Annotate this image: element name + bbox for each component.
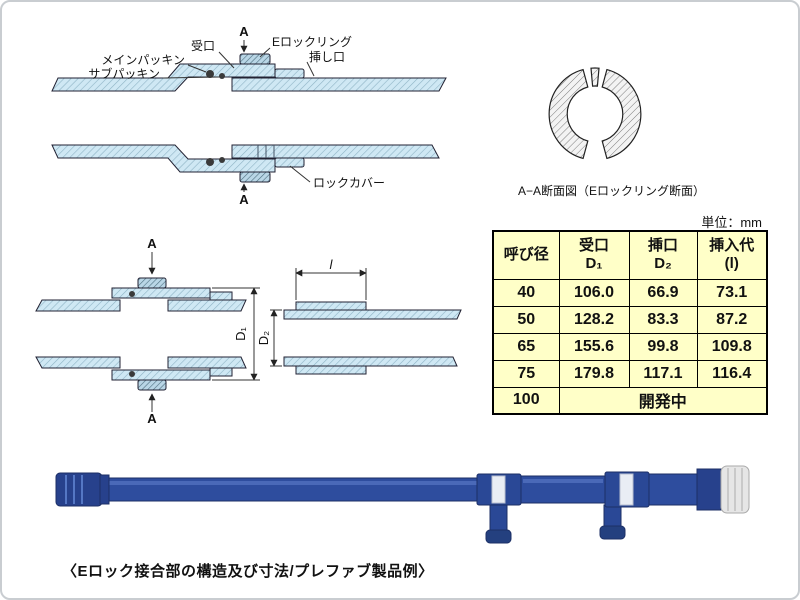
table-row: 65 155.6 99.8 109.8	[492, 332, 768, 361]
d2-dimension-label: D₂	[258, 331, 271, 345]
joint-structure-diagram: A A 受口 メインパッキン サブパッキン Eロックリング 挿し口 ロックカバー	[51, 24, 447, 207]
spigot-cross-section	[283, 301, 462, 375]
table-row: 75 179.8 117.1 116.4	[492, 359, 768, 388]
joint-cross-section-small	[35, 277, 247, 391]
joint-cross-section	[51, 53, 447, 183]
col-header-insertion: 挿入代(l)	[696, 230, 768, 280]
col-header-size: 呼び径	[492, 230, 560, 280]
e-lock-ring-shape	[239, 53, 271, 65]
main-packing-shape	[206, 70, 214, 78]
section-mark-a-top: A	[239, 24, 249, 39]
lock-ring-segments	[548, 67, 642, 160]
lock-ring-section-diagram	[548, 67, 642, 160]
dimension-lines-d1	[148, 252, 260, 412]
d1-dimension-label: D₁	[233, 327, 248, 341]
table-row: 40 106.0 66.9 73.1	[492, 278, 768, 307]
figure-caption: 〈Eロック接合部の構造及び寸法/プレファブ製品例〉	[62, 563, 434, 580]
sub-packing-shape	[219, 73, 225, 79]
product-label-band	[619, 473, 634, 506]
dimension-lines-l-d2	[270, 268, 367, 367]
unit-label: 単位：mm	[701, 215, 762, 230]
product-pipe-assembly	[55, 465, 750, 544]
spigot-dimension-diagram: l D₂	[258, 258, 462, 375]
lock-cover-label: ロックカバー	[313, 176, 385, 190]
section-view-caption: A−A断面図（Eロックリング断面）	[517, 184, 706, 198]
main-packing-label: メインパッキン	[101, 53, 185, 67]
lock-cover-shape	[274, 68, 305, 79]
table-row: 50 128.2 83.3 87.2	[492, 305, 768, 334]
socket-label: 受口	[191, 39, 215, 53]
e-lock-ring-label: Eロックリング	[272, 35, 352, 49]
leader-lines	[162, 40, 315, 192]
spigot-label: 挿し口	[309, 50, 345, 64]
joint-dimension-diagram: A A D₁	[35, 236, 260, 424]
section-mark-a-bottom: A	[239, 192, 249, 207]
product-socket	[696, 468, 722, 511]
product-photo	[55, 465, 750, 544]
product-left-fitting	[55, 472, 103, 507]
product-label-band	[491, 475, 506, 504]
sub-packing-label: サブパッキン	[88, 66, 160, 81]
l-dimension-label: l	[330, 258, 334, 272]
section-mark-a2-bottom: A	[147, 411, 157, 424]
section-mark-a2-top: A	[147, 236, 157, 251]
table-row-dev: 100 開発中	[492, 386, 768, 415]
